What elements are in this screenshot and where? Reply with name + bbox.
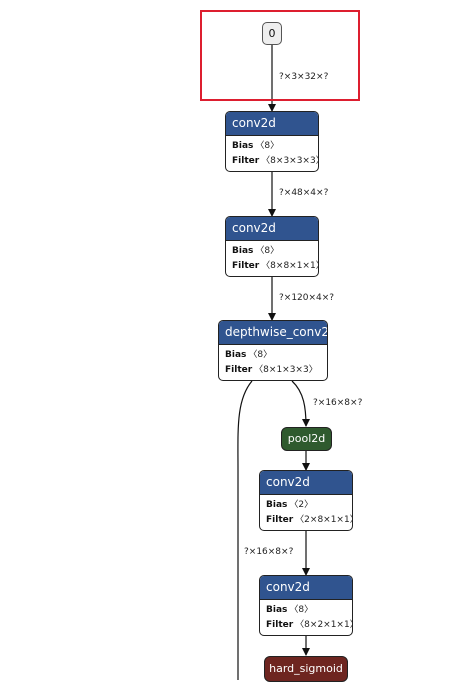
node-conv2d-2[interactable]: conv2d Bias〈8〉 Filter〈8×8×1×1〉 xyxy=(225,216,319,277)
attr-filter: Filter〈8×2×1×1〉 xyxy=(266,620,353,630)
attr-filter: Filter〈8×8×1×1〉 xyxy=(232,261,319,271)
attr-bias: Bias〈8〉 xyxy=(232,246,280,256)
attr-filter: Filter〈2×8×1×1〉 xyxy=(266,515,353,525)
node-title: conv2d xyxy=(226,217,318,241)
node-depthwise-conv2d[interactable]: depthwise_conv2d Bias〈8〉 Filter〈8×1×3×3〉 xyxy=(218,320,328,381)
node-conv2d-4[interactable]: conv2d Bias〈2〉 Filter〈2×8×1×1〉 xyxy=(259,470,353,531)
attr-filter: Filter〈8×1×3×3〉 xyxy=(225,365,318,375)
attr-bias: Bias〈8〉 xyxy=(225,350,273,360)
node-hard-sigmoid[interactable]: hard_sigmoid xyxy=(264,656,348,682)
attr-bias: Bias〈8〉 xyxy=(232,141,280,151)
edge-label-2: ?×48×4×? xyxy=(279,188,329,198)
edge-depthwise-skip xyxy=(237,380,253,680)
selection-highlight xyxy=(200,10,360,101)
attr-filter: Filter〈8×3×3×3〉 xyxy=(232,156,319,166)
edge-label-4: ?×16×8×? xyxy=(313,398,363,408)
edge-label-5: ?×16×8×? xyxy=(244,547,294,557)
input-node-label: 0 xyxy=(268,27,276,40)
node-title: conv2d xyxy=(226,112,318,136)
attr-bias: Bias〈2〉 xyxy=(266,500,314,510)
node-title: depthwise_conv2d xyxy=(219,321,327,345)
node-conv2d-1[interactable]: conv2d Bias〈8〉 Filter〈8×3×3×3〉 xyxy=(225,111,319,172)
attr-bias: Bias〈8〉 xyxy=(266,605,314,615)
input-node[interactable]: 0 xyxy=(262,22,282,45)
node-title: hard_sigmoid xyxy=(269,662,343,675)
node-title: conv2d xyxy=(260,576,352,600)
node-pool2d[interactable]: pool2d xyxy=(281,427,332,451)
node-title: pool2d xyxy=(287,432,326,445)
edge-depthwise-pool2d xyxy=(291,380,310,427)
node-title: conv2d xyxy=(260,471,352,495)
edge-label-3: ?×120×4×? xyxy=(279,293,335,303)
node-conv2d-5[interactable]: conv2d Bias〈8〉 Filter〈8×2×1×1〉 xyxy=(259,575,353,636)
edge-label-1: ?×3×32×? xyxy=(279,72,329,82)
